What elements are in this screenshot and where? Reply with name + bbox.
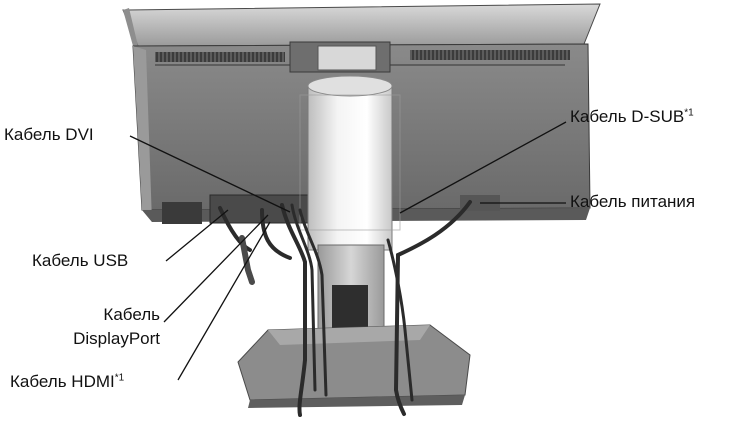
leader-displayport <box>163 214 269 323</box>
label-dsub-footnote: *1 <box>684 107 694 119</box>
label-power-cable: Кабель питания <box>570 192 695 212</box>
vent-left <box>155 52 285 62</box>
leader-dsub <box>399 121 567 214</box>
label-hdmi-footnote: *1 <box>114 372 125 384</box>
label-dsub-cable: Кабель D-SUB*1 <box>570 107 694 127</box>
stand-base <box>237 324 471 408</box>
label-usb-cable: Кабель USB <box>32 251 128 271</box>
leader-dvi <box>129 135 291 213</box>
label-displayport-cable: Кабель DisplayPort <box>60 305 160 349</box>
vent-right <box>410 50 570 60</box>
label-dsub-text: Кабель D-SUB <box>570 107 685 126</box>
cables <box>218 200 472 417</box>
label-displayport-line2: DisplayPort <box>73 329 160 348</box>
label-power-text: Кабель питания <box>570 192 696 211</box>
label-hdmi-text: Кабель HDMI <box>10 372 115 391</box>
label-hdmi-cable: Кабель HDMI*1 <box>10 372 124 392</box>
leader-hdmi <box>177 221 271 381</box>
leader-usb <box>165 209 229 262</box>
leader-lines <box>129 121 567 381</box>
monitor-top-bevel <box>122 3 601 47</box>
label-displayport-line1: Кабель <box>103 305 160 324</box>
label-dvi-text: Кабель DVI <box>4 125 94 144</box>
label-dvi-cable: Кабель DVI <box>4 125 94 145</box>
label-usb-text: Кабель USB <box>32 251 129 270</box>
